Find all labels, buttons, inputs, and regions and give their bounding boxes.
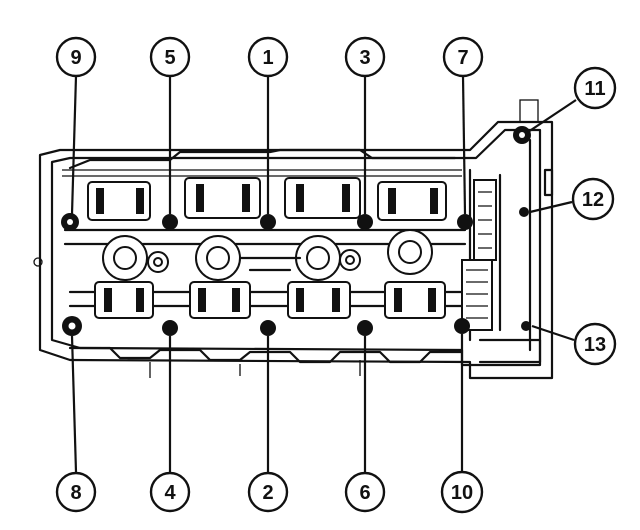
head-bolts [61, 126, 531, 336]
bolt-1 [260, 214, 276, 230]
callout-label: 13 [584, 334, 606, 356]
bolt-3 [357, 214, 373, 230]
leader-lines [70, 75, 577, 473]
bolt-2 [260, 320, 276, 336]
bolt-7 [457, 214, 473, 230]
callout-label: 7 [457, 47, 468, 69]
callout-label: 4 [164, 482, 176, 504]
callout-label: 2 [262, 482, 273, 504]
callout-9: 9 [55, 36, 97, 78]
callout-13: 13 [573, 322, 617, 366]
callout-10: 10 [440, 470, 484, 514]
callout-4: 4 [149, 471, 191, 513]
exhaust-camshaft [68, 179, 497, 331]
callout-label: 9 [70, 47, 81, 69]
callout-label: 12 [582, 189, 604, 211]
callout-label: 5 [164, 47, 175, 69]
callout-5: 5 [149, 36, 191, 78]
bolt-12 [519, 207, 529, 217]
callout-6: 6 [344, 471, 386, 513]
callout-2: 2 [247, 471, 289, 513]
callout-7: 7 [442, 36, 484, 78]
bolt-10 [454, 318, 470, 334]
intake-camshaft [63, 177, 467, 281]
callout-11: 11 [573, 66, 617, 110]
callout-label: 6 [359, 482, 370, 504]
callout-1: 1 [247, 36, 289, 78]
callouts: 9 5 1 3 7 11 12 13 [55, 36, 617, 514]
callout-3: 3 [344, 36, 386, 78]
callout-label: 1 [262, 47, 273, 69]
bolt-5 [162, 214, 178, 230]
callout-label: 8 [70, 482, 81, 504]
callout-label: 3 [359, 47, 370, 69]
callout-12: 12 [571, 177, 615, 221]
bolt-4 [162, 320, 178, 336]
callout-label: 10 [451, 482, 473, 504]
bolt-13 [521, 321, 531, 331]
callout-8: 8 [55, 471, 97, 513]
callout-label: 11 [584, 78, 605, 100]
bolt-6 [357, 320, 373, 336]
